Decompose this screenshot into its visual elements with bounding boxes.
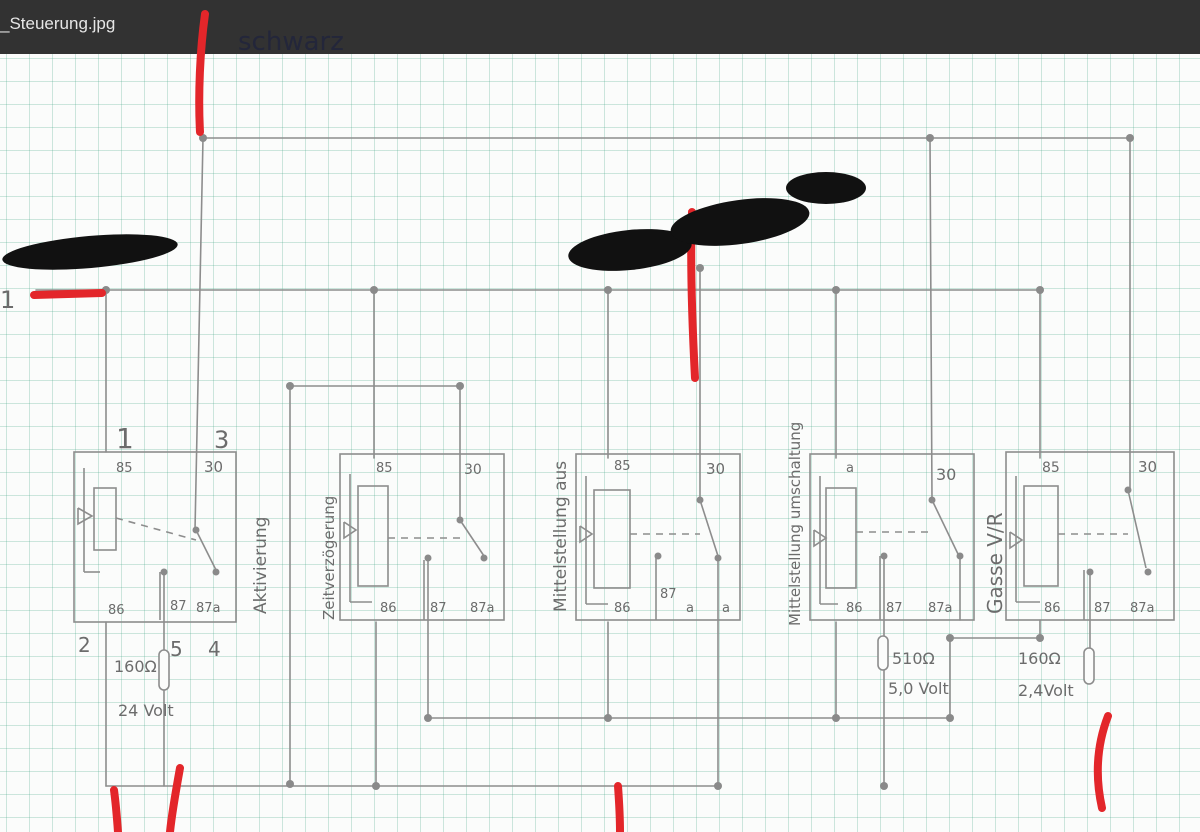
- relay5-label: Gasse V/R: [983, 512, 1007, 614]
- relay2-pin-30: 30: [464, 462, 482, 478]
- relay1-bottom-mid: 5: [170, 637, 183, 661]
- resistor-2: [877, 635, 889, 671]
- relay1-top-number-right: 3: [214, 426, 229, 454]
- relay1-top-number: 1: [116, 422, 134, 455]
- relay-zeitverzoegerung: [339, 453, 505, 621]
- relay-aktivierung: [73, 451, 237, 623]
- relay1-pin-87: 87: [170, 599, 187, 614]
- relay2-label: Zeitverzögerung: [320, 496, 338, 620]
- relay4-pin-86: 86: [846, 601, 863, 616]
- red-mark-bottom-right: [1093, 712, 1112, 812]
- relay2-pin-86: 86: [380, 601, 397, 616]
- relay1-label: Aktivierung: [251, 517, 271, 614]
- relay3-pin-87a: a: [686, 601, 694, 616]
- resistor-1: [158, 649, 170, 691]
- relay-mittelstellung-umschaltung: [809, 453, 975, 621]
- red-mark-left: [30, 289, 106, 299]
- relay2-pin-87a: 87a: [470, 601, 495, 616]
- red-mark-top: [195, 10, 209, 136]
- relay4-pin-85: a: [846, 461, 854, 476]
- resistor1-voltage: 24 Volt: [118, 701, 174, 720]
- relay5-pin-30: 30: [1138, 458, 1157, 476]
- relay2-pin-85: 85: [376, 461, 393, 476]
- relay1-bottom-left: 2: [78, 633, 91, 657]
- relay4-label: Mittelstellung umschaltung: [786, 422, 804, 626]
- relay3-label: Mittelstellung aus: [551, 461, 571, 612]
- marker-annotations: [2, 10, 1112, 832]
- resistor2-value: 510Ω: [892, 649, 935, 668]
- relay1-pin-30: 30: [204, 458, 223, 476]
- relay3-pin-a: a: [722, 601, 730, 616]
- resistor2-voltage: 5,0 Volt: [888, 679, 949, 698]
- resistor3-voltage: 2,4Volt: [1018, 681, 1074, 700]
- red-mark-bottom-3: [614, 782, 624, 832]
- relay3-pin-30: 30: [706, 460, 725, 478]
- graph-paper-sheet: [0, 54, 1200, 832]
- top-label: schwarz: [238, 27, 344, 57]
- relay5-pin-86: 86: [1044, 601, 1061, 616]
- relay-gasse-vr: [1005, 451, 1175, 621]
- relay4-pin-87: 87: [886, 601, 903, 616]
- relay5-pin-87a: 87a: [1130, 601, 1155, 616]
- resistors: [158, 635, 1095, 691]
- relay1-pin-87a: 87a: [196, 601, 221, 616]
- resistor3-value: 160Ω: [1018, 649, 1061, 668]
- relay3-pin-87: 87: [660, 587, 677, 602]
- red-mark-bottom-2: [166, 764, 184, 832]
- left-terminal-number: 1: [0, 286, 15, 314]
- black-redactions: [2, 172, 866, 271]
- relay3-pin-85: 85: [614, 459, 631, 474]
- relay1-pin-85: 85: [116, 461, 133, 476]
- relay2-pin-87: 87: [430, 601, 447, 616]
- relay1-pin-86: 86: [108, 603, 125, 618]
- relay4-pin-30: 30: [936, 465, 956, 484]
- relay-mittelstellung-aus: [575, 453, 741, 621]
- resistor1-value: 160Ω: [114, 657, 157, 676]
- relay5-pin-85: 85: [1042, 460, 1060, 476]
- resistor-3: [1083, 647, 1095, 685]
- red-mark-bottom-1: [110, 786, 122, 832]
- relay1-bottom-right: 4: [208, 637, 221, 661]
- relay-boxes: [73, 451, 1175, 623]
- wires: [35, 137, 1131, 787]
- file-name: _Steuerung.jpg: [0, 14, 116, 33]
- relay4-pin-87a: 87a: [928, 601, 953, 616]
- relay5-pin-87: 87: [1094, 601, 1111, 616]
- relay3-pin-86: 86: [614, 601, 631, 616]
